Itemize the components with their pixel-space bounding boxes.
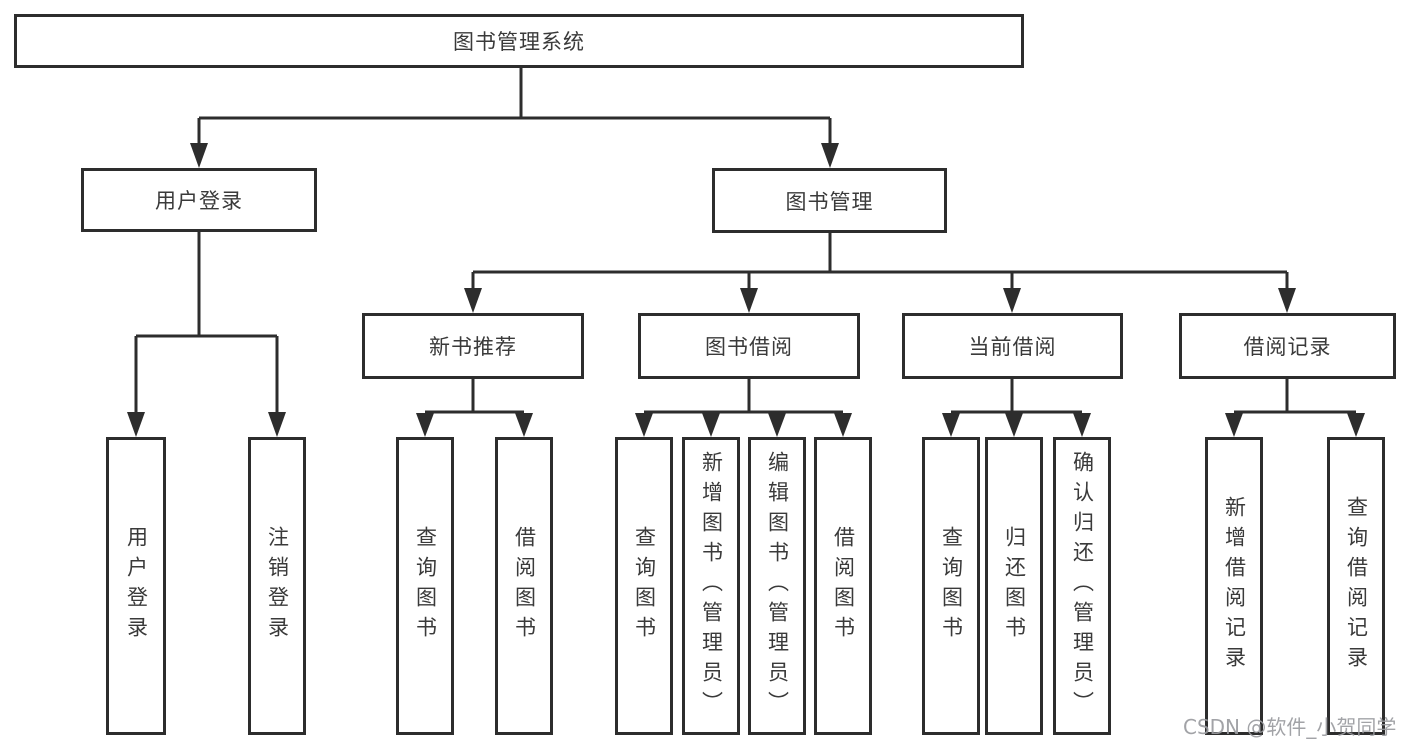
node-label: 查询图书 — [939, 526, 964, 646]
node-label: 编辑图书（管理员） — [765, 451, 790, 721]
node-book-management: 图书管理 — [712, 168, 947, 233]
node-label: 图书管理 — [785, 189, 874, 214]
node-label: 借阅图书 — [512, 526, 537, 646]
node-label: 新增借阅记录 — [1222, 496, 1247, 676]
leaf-query-books-recommend: 查询图书 — [396, 437, 454, 735]
leaf-return-books: 归还图书 — [985, 437, 1043, 735]
node-borrowing-records: 借阅记录 — [1179, 313, 1396, 379]
node-label: 新增图书（管理员） — [699, 451, 724, 721]
node-new-book-recommendation: 新书推荐 — [362, 313, 584, 379]
leaf-borrow-books-borrowing: 借阅图书 — [814, 437, 872, 735]
node-book-borrowing: 图书借阅 — [638, 313, 860, 379]
node-label: 新书推荐 — [429, 335, 517, 359]
node-user-login: 用户登录 — [81, 168, 317, 232]
node-label: 图书管理系统 — [453, 30, 585, 54]
node-label: 查询图书 — [632, 526, 657, 646]
leaf-add-borrow-record: 新增借阅记录 — [1205, 437, 1263, 735]
node-label: 查询图书 — [413, 526, 438, 646]
watermark: CSDN @软件_小贺同学 — [1183, 715, 1397, 739]
node-label: 查询借阅记录 — [1344, 496, 1369, 676]
leaf-edit-book-admin: 编辑图书（管理员） — [748, 437, 806, 735]
leaf-query-borrow-record: 查询借阅记录 — [1327, 437, 1385, 735]
node-current-borrowing: 当前借阅 — [902, 313, 1123, 379]
node-label: 用户登录 — [155, 189, 243, 213]
node-label: 注销登录 — [265, 526, 290, 646]
leaf-query-books-current: 查询图书 — [922, 437, 980, 735]
node-label: 当前借阅 — [968, 335, 1057, 359]
leaf-logout: 注销登录 — [248, 437, 306, 735]
node-label: 用户登录 — [124, 526, 149, 646]
leaf-add-book-admin: 新增图书（管理员） — [682, 437, 740, 735]
node-library-management-system: 图书管理系统 — [14, 14, 1024, 68]
node-label: 借阅记录 — [1243, 335, 1332, 359]
leaf-borrow-books-recommend: 借阅图书 — [495, 437, 553, 735]
node-label: 归还图书 — [1002, 526, 1027, 646]
leaf-user-login: 用户登录 — [106, 437, 166, 735]
leaf-confirm-return-admin: 确认归还（管理员） — [1053, 437, 1111, 735]
node-label: 图书借阅 — [705, 335, 793, 359]
node-label: 借阅图书 — [831, 526, 856, 646]
leaf-query-books-borrowing: 查询图书 — [615, 437, 673, 735]
node-label: 确认归还（管理员） — [1070, 451, 1095, 721]
